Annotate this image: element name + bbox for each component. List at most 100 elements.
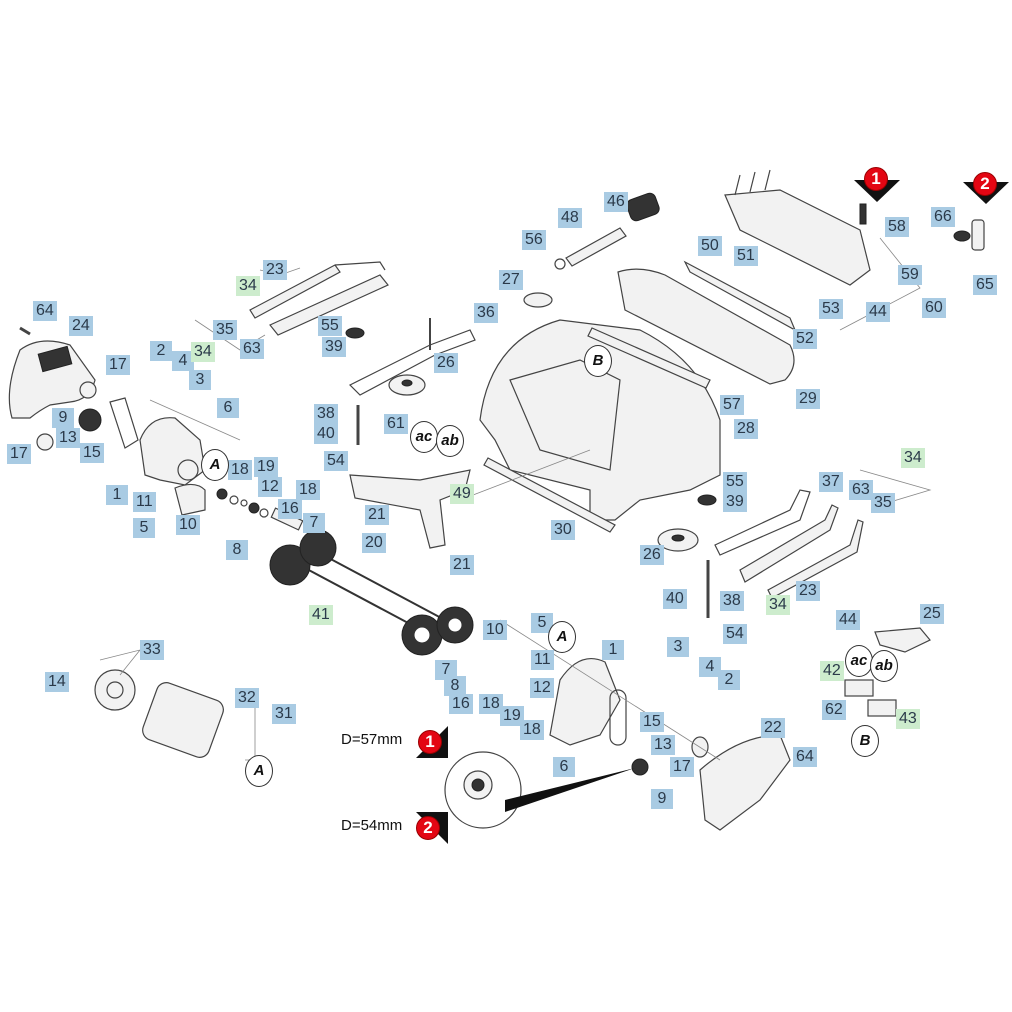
- part-label: 64: [33, 301, 57, 321]
- part-label: 17: [106, 355, 130, 375]
- part-label: 28: [734, 419, 758, 439]
- part-label: 63: [240, 339, 264, 359]
- part-label: 7: [303, 513, 325, 533]
- part-label: 20: [362, 533, 386, 553]
- part-label: 9: [52, 408, 74, 428]
- part-label: 2: [150, 341, 172, 361]
- assembly-label: 41: [309, 605, 333, 625]
- part-label: 14: [45, 672, 69, 692]
- ref-marker-a: A: [201, 449, 229, 481]
- part-label: 26: [434, 353, 458, 373]
- note-d54: D=54mm: [341, 817, 403, 834]
- part-label: 53: [819, 299, 843, 319]
- part-label: 5: [133, 518, 155, 538]
- assembly-label: 34: [766, 595, 790, 615]
- part-label: 46: [604, 192, 628, 212]
- part-label: 18: [479, 694, 503, 714]
- part-label: 33: [140, 640, 164, 660]
- part-label: 2: [718, 670, 740, 690]
- part-label: 63: [849, 480, 873, 500]
- part-label: 11: [133, 492, 156, 512]
- part-label: 59: [898, 265, 922, 285]
- part-label: 64: [793, 747, 817, 767]
- part-label: 31: [272, 704, 296, 724]
- part-label: 44: [836, 610, 860, 630]
- ref-marker-ac: ac: [845, 645, 873, 677]
- part-label: 17: [670, 757, 694, 777]
- part-label: 30: [551, 520, 575, 540]
- part-label: 40: [663, 589, 687, 609]
- part-label: 44: [866, 302, 890, 322]
- assembly-label: 43: [896, 709, 920, 729]
- variant-marker-2: 2: [973, 172, 997, 196]
- part-label: 66: [931, 207, 955, 227]
- part-label: 4: [172, 351, 194, 371]
- part-label: 26: [640, 545, 664, 565]
- part-label: 6: [553, 757, 575, 777]
- part-label: 29: [796, 389, 820, 409]
- part-label: 17: [7, 444, 31, 464]
- part-label: 16: [449, 694, 473, 714]
- part-label: 13: [56, 428, 80, 448]
- part-label: 16: [278, 499, 302, 519]
- part-label: 1: [602, 640, 624, 660]
- ref-marker-b: B: [584, 345, 612, 377]
- part-label: 4: [699, 657, 721, 677]
- part-label: 55: [723, 472, 747, 492]
- part-label: 35: [871, 493, 895, 513]
- part-label: 22: [761, 718, 785, 738]
- part-label: 15: [80, 443, 104, 463]
- note-marker-1: 1: [418, 730, 442, 754]
- part-label: 5: [531, 613, 553, 633]
- part-label: 32: [235, 688, 259, 708]
- variant-marker-1: 1: [864, 167, 888, 191]
- ref-marker-ab: ab: [436, 425, 464, 457]
- part-label: 25: [920, 604, 944, 624]
- part-label: 21: [365, 505, 389, 525]
- part-label: 23: [263, 260, 287, 280]
- part-label: 18: [520, 720, 544, 740]
- part-label: 48: [558, 208, 582, 228]
- part-label: 24: [69, 316, 93, 336]
- part-label: 39: [322, 337, 346, 357]
- assembly-label: 42: [820, 661, 844, 681]
- ref-marker-a: A: [548, 621, 576, 653]
- part-label: 54: [324, 451, 348, 471]
- part-label: 13: [651, 735, 675, 755]
- part-label: 12: [258, 477, 282, 497]
- part-label: 1: [106, 485, 128, 505]
- part-label: 50: [698, 236, 722, 256]
- part-label: 6: [217, 398, 239, 418]
- note-d57: D=57mm: [341, 731, 403, 748]
- part-label: 62: [822, 700, 846, 720]
- part-label: 60: [922, 298, 946, 318]
- part-label: 19: [254, 457, 278, 477]
- note-marker-2: 2: [416, 816, 440, 840]
- part-label: 37: [819, 472, 843, 492]
- part-label: 36: [474, 303, 498, 323]
- part-label: 10: [483, 620, 507, 640]
- part-label: 35: [213, 320, 237, 340]
- part-label: 19: [500, 706, 524, 726]
- part-label: 58: [885, 217, 909, 237]
- part-label: 3: [189, 370, 211, 390]
- part-label: 18: [228, 460, 252, 480]
- part-label: 54: [723, 624, 747, 644]
- part-label: 65: [973, 275, 997, 295]
- part-label: 57: [720, 395, 744, 415]
- part-label: 7: [435, 660, 457, 680]
- part-label: 12: [530, 678, 554, 698]
- part-label: 9: [651, 789, 673, 809]
- assembly-label: 34: [236, 276, 260, 296]
- part-label: 56: [522, 230, 546, 250]
- part-label: 27: [499, 270, 523, 290]
- part-label: 8: [226, 540, 248, 560]
- ref-marker-ab: ab: [870, 650, 898, 682]
- part-label: 51: [734, 246, 758, 266]
- part-label: 11: [531, 650, 554, 670]
- assembly-label: 49: [450, 484, 474, 504]
- part-label: 39: [723, 492, 747, 512]
- part-label: 18: [296, 480, 320, 500]
- ref-marker-ac: ac: [410, 421, 438, 453]
